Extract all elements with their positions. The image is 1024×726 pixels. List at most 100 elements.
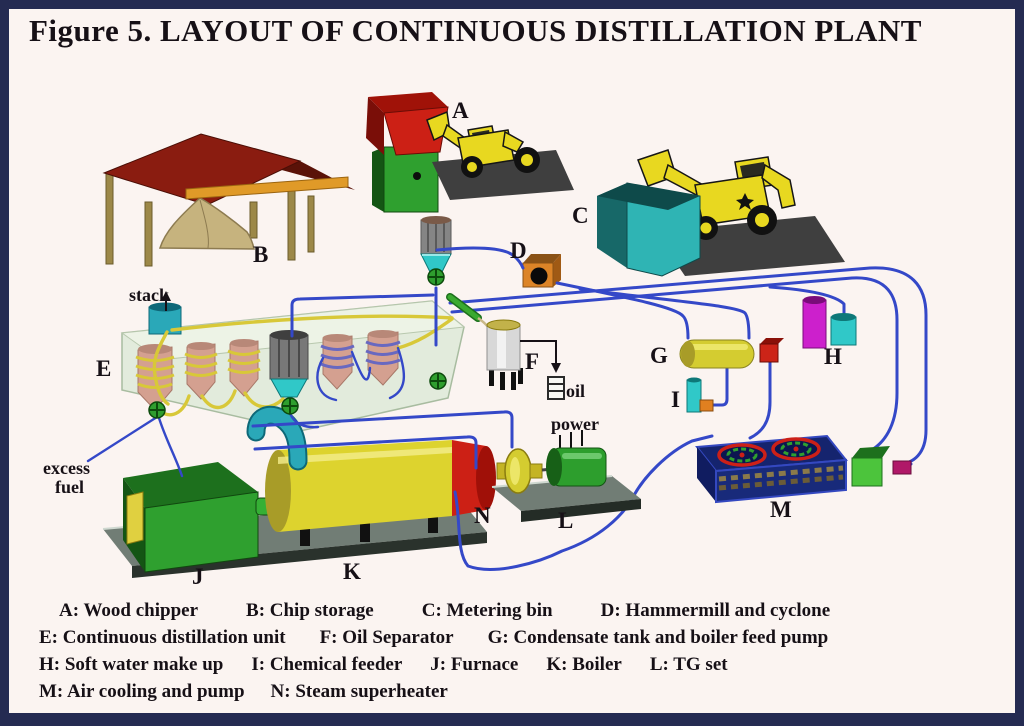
pipe [435, 246, 525, 270]
cyclone-top [421, 216, 451, 224]
boiler-end [265, 450, 291, 532]
pipe [450, 276, 899, 453]
legend-row: A: Wood chipper B: Chip storage C: Meter… [9, 597, 1009, 624]
tg-set [546, 430, 607, 487]
soft-water-tank-cyan [830, 316, 857, 346]
heating-coils-yellow [135, 349, 261, 389]
platform-front [132, 532, 487, 578]
loader-boom [761, 163, 796, 209]
central-vessel-funnel [270, 378, 308, 398]
valve [427, 268, 445, 286]
legend-item-b: B: Chip storage [246, 600, 374, 621]
pipe [157, 416, 184, 478]
platform-front [521, 499, 641, 522]
legend-item-k: K: Boiler [546, 654, 622, 675]
hammermill-side [553, 254, 561, 287]
legend-item-n: N: Steam superheater [270, 681, 448, 702]
separator-leg [489, 368, 494, 386]
cooling-fan [717, 443, 767, 467]
legend-row: E: Continuous distillation unit F: Oil S… [9, 624, 1009, 651]
metering-bin [597, 182, 701, 277]
hammermill-top [523, 254, 561, 263]
label-h: H [824, 344, 842, 369]
pump-cube-top [852, 446, 890, 458]
pipe [290, 293, 435, 338]
platform-top [492, 476, 641, 511]
separator-leg [500, 372, 505, 390]
boiler-shell [278, 440, 452, 532]
legend-item-j: J: Furnace [430, 654, 519, 675]
loader-hub [755, 213, 769, 227]
heating-coils-blue [320, 340, 401, 369]
label-i: I [671, 387, 680, 412]
separator-highlight [497, 327, 506, 368]
cooler-side [697, 447, 716, 502]
boiler-leg [360, 522, 370, 542]
tank-highlight [686, 344, 748, 350]
furnace-door [126, 491, 144, 545]
feed-pump-top [760, 338, 784, 344]
label-g: G [650, 343, 668, 368]
pipe [253, 435, 478, 470]
superheater-stub [529, 463, 543, 479]
oil-arrow-head [551, 363, 561, 373]
chipper-body-side [372, 147, 384, 212]
vessel-top [230, 339, 258, 347]
pipe [578, 287, 751, 340]
soft-water-makeup [802, 296, 857, 349]
oil-label: oil [566, 381, 585, 401]
label-f: F [525, 349, 539, 374]
conveyor [185, 176, 349, 200]
chip-pile-shading [199, 199, 209, 249]
cyclone-hopper [420, 216, 452, 273]
chipper-hopper-top [368, 92, 448, 113]
cooler-grille [718, 474, 844, 491]
blue-pipe-run [316, 346, 405, 402]
label-m: M [770, 497, 792, 522]
pipe [710, 365, 729, 407]
vessel-top [322, 334, 352, 342]
legend-item-l: L: TG set [649, 654, 728, 675]
label-a: A [452, 98, 469, 123]
condensate-tank [679, 338, 784, 369]
steam-elbow [248, 407, 306, 469]
front-loader-large [637, 149, 796, 240]
front-loader-small [426, 110, 574, 200]
feeder-body [686, 379, 702, 413]
feeder-pump [699, 399, 714, 412]
separator-leg [511, 372, 516, 390]
feeder-top [687, 377, 701, 383]
legend-item-a: A: Wood chipper [59, 600, 199, 621]
loader-hub [467, 162, 477, 172]
excess-fuel-label-line2: fuel [55, 477, 84, 497]
label-e: E [96, 356, 111, 381]
boiler-red-end [476, 446, 496, 510]
shed-post [287, 183, 296, 261]
label-d: D [510, 238, 527, 263]
pipe [288, 411, 320, 429]
label-b: B [253, 242, 268, 267]
yellow-pipe-run [152, 314, 454, 417]
loader-hub [700, 222, 712, 234]
green-pipe [447, 294, 481, 321]
boiler-leg [300, 526, 310, 546]
tank-end [681, 341, 695, 367]
legend-item-m: M: Air cooling and pump [39, 681, 245, 702]
pump-cube [851, 446, 890, 487]
label-c: C [572, 203, 589, 228]
cooling-fan [771, 437, 821, 461]
pump-cube-front [851, 457, 883, 487]
boiler-highlight [278, 447, 452, 464]
central-vessel [269, 330, 309, 398]
label-l: L [558, 508, 573, 533]
hammermill-inlet [530, 267, 548, 285]
label-k: K [343, 559, 361, 584]
legend-item-e: E: Continuous distillation unit [39, 627, 286, 648]
legend: A: Wood chipper B: Chip storage C: Meter… [9, 597, 1009, 705]
pipe [748, 360, 772, 440]
chemical-feeder [686, 377, 714, 413]
oil-drum-icon [547, 376, 565, 400]
chipper-hopper-side [366, 97, 384, 155]
label-n: N [474, 503, 491, 528]
